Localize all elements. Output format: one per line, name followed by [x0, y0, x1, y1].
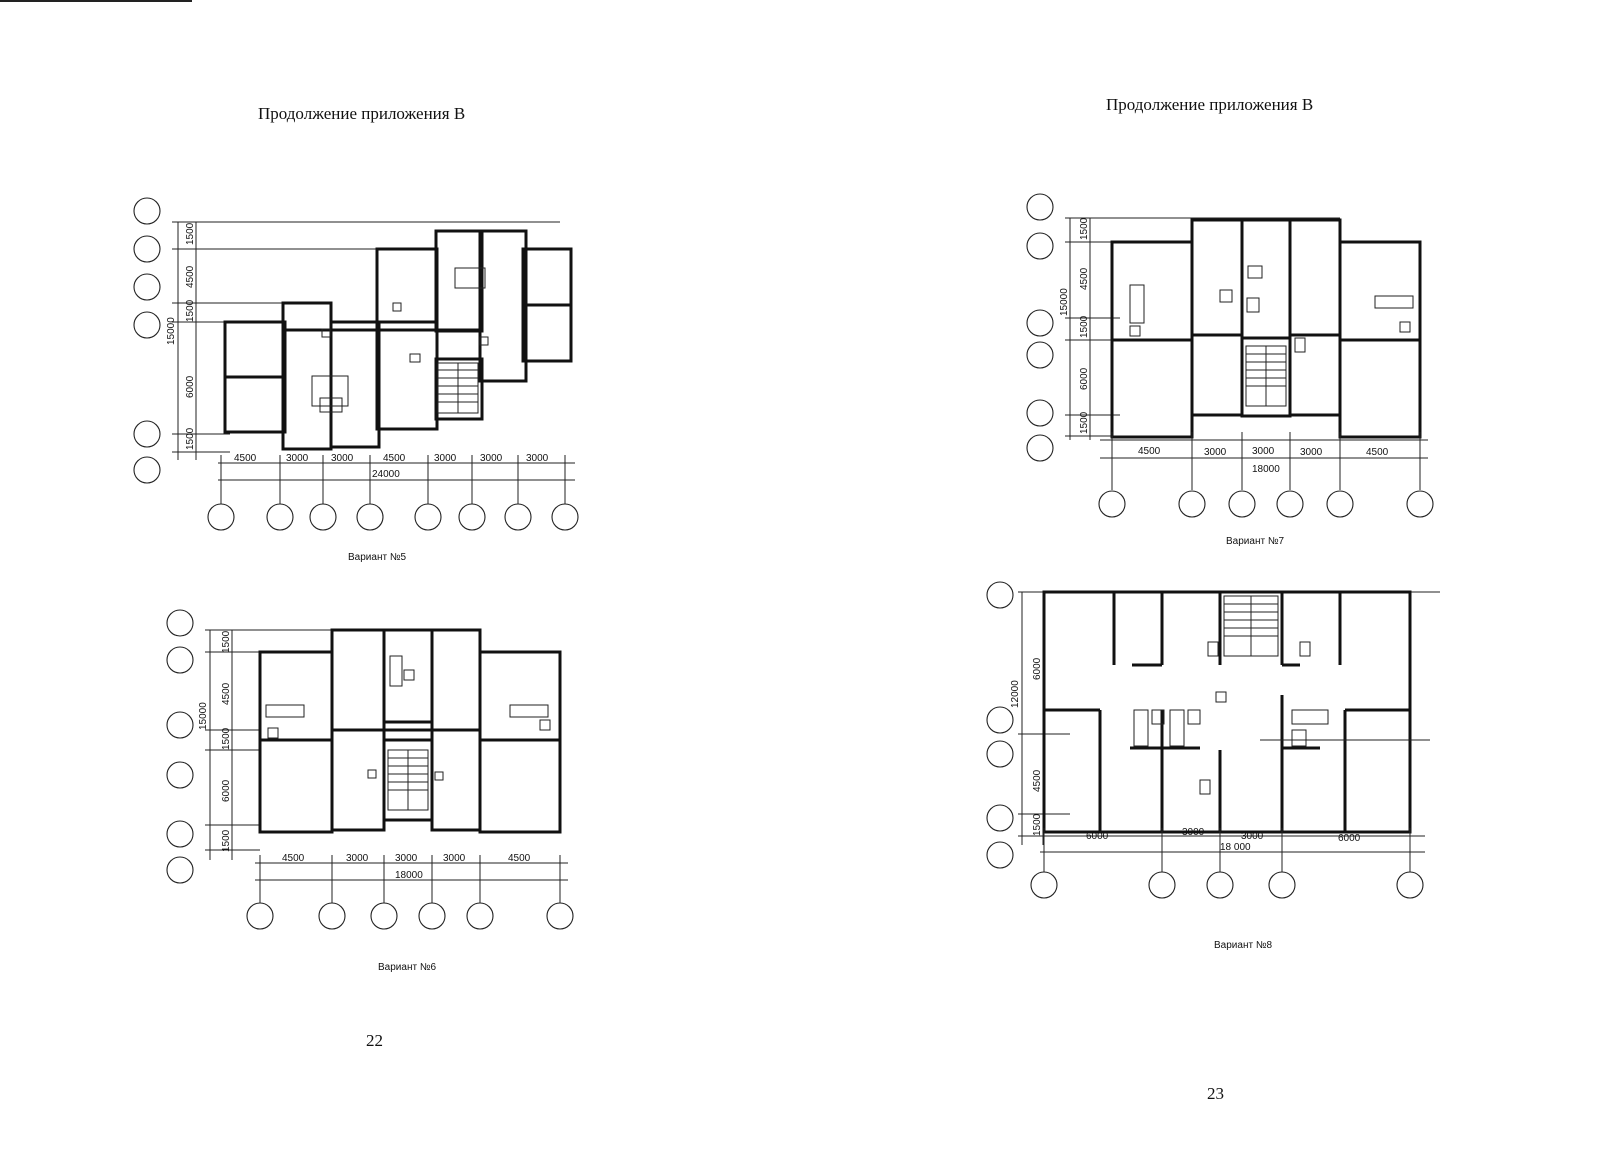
dim-left-1: 6000	[1032, 657, 1043, 680]
dim-total-v6: 18000	[395, 870, 423, 881]
page-number: 23	[1207, 1084, 1224, 1103]
axis-bubbles-bottom-v5	[207, 485, 579, 531]
dim-bottom-1: 4500	[234, 453, 257, 464]
stair-v7	[1245, 345, 1287, 407]
page-left: Продолжение приложения В 1500 4500 1500 …	[0, 0, 579, 1050]
dim-left-1: 1500	[221, 630, 232, 653]
dim-bottom-3: 3000	[1252, 446, 1275, 457]
dim-bottom-5: 4500	[1366, 447, 1389, 458]
caption-v5: Вариант №5	[348, 552, 407, 563]
dim-bottom-1: 6000	[1086, 831, 1109, 842]
dim-bottom-2: 3000	[1182, 827, 1205, 838]
axis-bubbles-bottom-v6	[246, 886, 574, 930]
dim-bottom-2: 3000	[346, 853, 369, 864]
page-title: Продолжение приложения В	[1106, 95, 1314, 114]
bath-fixtures-v6	[265, 655, 551, 781]
dim-left-total: 15000	[166, 317, 177, 345]
dim-left-4: 6000	[1079, 367, 1090, 390]
dim-total-v7: 18000	[1252, 464, 1280, 475]
dim-left-3: 1500	[1032, 813, 1043, 836]
dim-total-v5: 24000	[372, 469, 400, 480]
page-number: 22	[366, 1031, 383, 1050]
dim-bottom-6: 3000	[480, 453, 503, 464]
corner-line	[0, 0, 192, 2]
dim-left-1: 1500	[1079, 217, 1090, 240]
dim-bottom-4: 4500	[383, 453, 406, 464]
dim-left-2: 4500	[1032, 769, 1043, 792]
dim-left-total: 15000	[198, 702, 209, 730]
dim-left-4: 6000	[221, 779, 232, 802]
dim-left-5: 1500	[185, 427, 196, 450]
dim-left-2: 4500	[1079, 267, 1090, 290]
dim-bottom-2: 3000	[1204, 447, 1227, 458]
stair-v5	[437, 362, 479, 414]
dim-left-5: 1500	[221, 829, 232, 852]
dim-left-1: 1500	[185, 222, 196, 245]
floor-plan-v7: 1500 4500 1500 6000 1500 15000	[1026, 193, 1434, 518]
dim-bottom-7: 3000	[526, 453, 549, 464]
stair-v8	[1223, 595, 1279, 657]
axis-bubbles-left	[1026, 193, 1054, 462]
caption-v8: Вариант №8	[1214, 940, 1273, 951]
floor-plan-v6: 1500 4500 1500 6000 1500 15000	[166, 609, 574, 930]
dim-bottom-3: 3000	[1241, 831, 1264, 842]
dim-ticks-v6	[259, 855, 561, 886]
walls-v5	[223, 229, 573, 451]
dim-left-5: 1500	[1079, 411, 1090, 434]
dim-bottom-3: 3000	[395, 853, 418, 864]
floor-plan-v5: 1500 4500 1500 6000 1500 15000	[133, 197, 579, 531]
dim-left-2: 4500	[221, 682, 232, 705]
dim-bottom-4: 6000	[1338, 833, 1361, 844]
dim-bottom-1: 4500	[282, 853, 305, 864]
dim-left-total: 15000	[1059, 288, 1070, 316]
walls-v6	[258, 628, 562, 834]
dim-bottom-1: 4500	[1138, 446, 1161, 457]
dim-left-3: 1500	[221, 727, 232, 750]
bath-fixtures-v7	[1129, 265, 1414, 353]
dim-bottom-5: 4500	[508, 853, 531, 864]
dim-left-4: 6000	[185, 375, 196, 398]
dim-left-3: 1500	[1079, 315, 1090, 338]
dim-left-2: 4500	[185, 265, 196, 288]
lift-v5	[311, 267, 489, 413]
dim-total-v8: 18 000	[1220, 842, 1251, 853]
axis-bubbles-bottom-v7	[1098, 466, 1434, 518]
dim-left-3: 1500	[185, 299, 196, 322]
axis-bubbles-left	[133, 197, 161, 484]
axis-bubbles-left	[986, 581, 1014, 869]
walls-v8	[1042, 590, 1412, 834]
caption-v7: Вариант №7	[1226, 536, 1285, 547]
page-right: Продолжение приложения В 1500 4500 1500 …	[800, 0, 1600, 1150]
dim-bottom-5: 3000	[434, 453, 457, 464]
dim-bottom-4: 3000	[443, 853, 466, 864]
walls-v7	[1110, 218, 1422, 439]
page-title: Продолжение приложения В	[258, 104, 466, 123]
axis-bubbles-bottom-v8	[1030, 860, 1424, 899]
dim-ticks-v8	[1043, 828, 1411, 860]
bath-fixtures-v8	[1133, 641, 1329, 795]
dim-ticks-v7	[1111, 432, 1421, 466]
dim-ticks-v5	[220, 455, 566, 485]
stair-v6	[387, 749, 429, 811]
caption-v6: Вариант №6	[378, 962, 437, 973]
dim-bottom-2: 3000	[286, 453, 309, 464]
floor-plan-v8: 6000 4500 1500 12000	[986, 581, 1440, 899]
dim-bottom-4: 3000	[1300, 447, 1323, 458]
axis-bubbles-left	[166, 609, 194, 884]
dim-left-total: 12000	[1010, 680, 1021, 708]
dim-bottom-3: 3000	[331, 453, 354, 464]
